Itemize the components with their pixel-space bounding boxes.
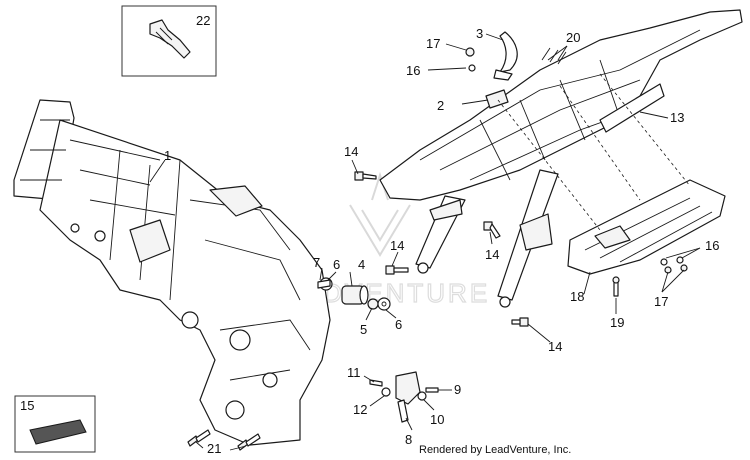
bolt-part-14b — [385, 265, 409, 275]
bolt-part-14c — [483, 221, 501, 239]
washer-part-10 — [417, 391, 427, 401]
main-frame-part-1 — [13, 99, 331, 446]
callout-21: 21 — [207, 441, 221, 456]
callout-7: 7 — [313, 255, 320, 270]
callout-6a: 6 — [333, 257, 340, 272]
callout-14c: 14 — [485, 247, 499, 262]
inset-box-15 — [14, 395, 96, 453]
nut-part-16-upper — [468, 64, 476, 72]
bolt-part-7 — [317, 279, 331, 289]
bolt-part-14d — [511, 317, 529, 327]
callout-4: 4 — [358, 257, 365, 272]
callout-13: 13 — [670, 110, 684, 125]
bolts-part-21 — [187, 429, 261, 451]
nut-part-16-right — [660, 256, 684, 266]
callout-1: 1 — [164, 148, 171, 163]
callout-labels: 22 1 3 20 17 16 2 13 14 14 14 14 7 6 4 5… — [20, 13, 719, 456]
screw-part-19 — [612, 276, 620, 297]
rear-subframe-part-13 — [379, 9, 743, 308]
nut-part-17-right — [664, 264, 688, 274]
bolt-part-9 — [425, 387, 439, 393]
spacer-part-5 — [367, 298, 379, 310]
callout-19: 19 — [610, 315, 624, 330]
callout-22: 22 — [196, 13, 210, 28]
callout-12: 12 — [353, 402, 367, 417]
sensor-bracket-part-8 — [395, 371, 421, 423]
callout-17-right: 17 — [654, 294, 668, 309]
callout-3: 3 — [476, 26, 483, 41]
callout-6b: 6 — [395, 317, 402, 332]
bracket-part-2 — [485, 89, 509, 109]
washer-part-6b — [377, 297, 391, 311]
callout-8: 8 — [405, 432, 412, 447]
callout-5: 5 — [360, 322, 367, 337]
callout-10: 10 — [430, 412, 444, 427]
callout-2: 2 — [437, 98, 444, 113]
leader-lines — [149, 33, 701, 451]
callout-15: 15 — [20, 398, 34, 413]
strap-part-3 — [493, 31, 518, 81]
callout-18: 18 — [570, 289, 584, 304]
rear-tray-part-18 — [567, 179, 726, 275]
callout-20: 20 — [566, 30, 580, 45]
render-credit: Rendered by LeadVenture, Inc. — [419, 444, 571, 456]
callout-9: 9 — [454, 382, 461, 397]
callout-14a: 14 — [344, 144, 358, 159]
bushing-part-4 — [341, 285, 369, 305]
nut-part-17-upper — [465, 47, 475, 57]
callout-16-upper: 16 — [406, 63, 420, 78]
washer-part-12 — [381, 387, 391, 397]
inset-box-22 — [121, 5, 217, 77]
bolt-part-14a — [354, 171, 377, 181]
callout-14b: 14 — [390, 238, 404, 253]
callout-11: 11 — [347, 365, 361, 380]
assembly-dashed-lines — [497, 73, 691, 231]
callout-16-right: 16 — [705, 238, 719, 253]
callout-14d: 14 — [548, 339, 562, 354]
callout-17-upper: 17 — [426, 36, 440, 51]
